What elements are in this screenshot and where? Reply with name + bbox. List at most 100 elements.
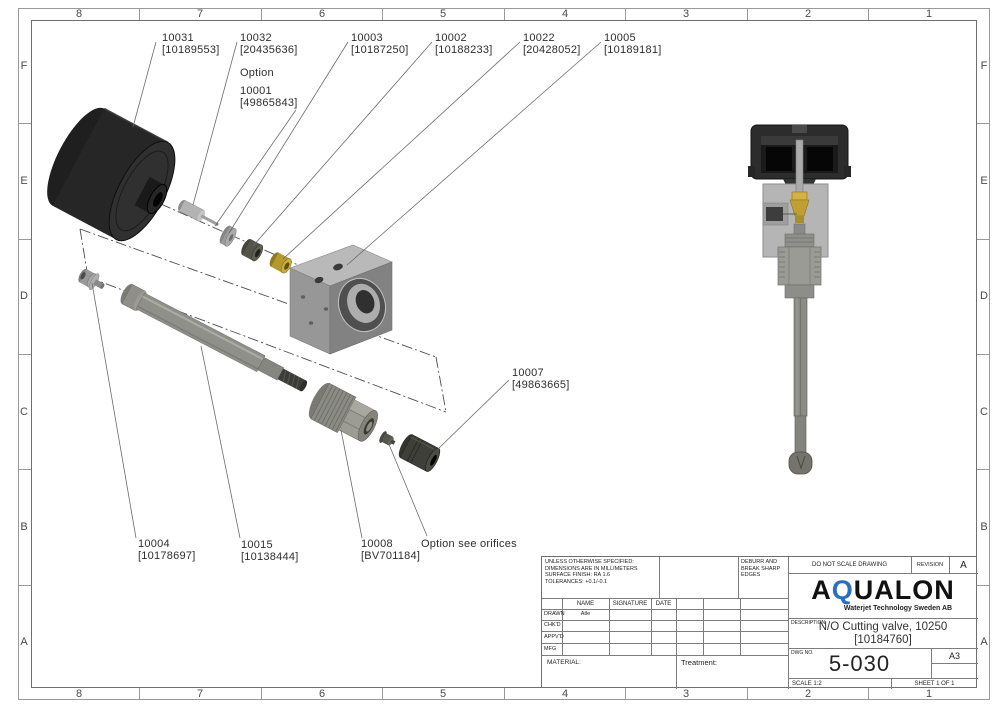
grid-tick (977, 585, 990, 586)
callout-number: 10008 (361, 538, 393, 550)
tb-do-not-scale: DO NOT SCALE DRAWING (811, 562, 887, 568)
tb-notes: UNLESS OTHERWISE SPECIFIED: DIMENSIONS A… (545, 559, 638, 585)
grid-col-label: 7 (196, 688, 204, 700)
part-orifice-body (398, 434, 441, 472)
grid-col-label: 7 (196, 8, 204, 20)
company-logo: AQUALON (788, 574, 978, 606)
grid-tick (139, 688, 140, 700)
grid-row-label: F (980, 60, 988, 72)
grid-tick (868, 8, 869, 20)
grid-col-label: 8 (75, 8, 83, 20)
tb-line (788, 573, 978, 574)
grid-row-label: D (980, 290, 988, 302)
grid-row-label: B (20, 521, 28, 533)
tb-scale: SCALE 1:2 (792, 681, 822, 687)
tb-line (891, 678, 892, 689)
tb-dwg-no: 5-030 (828, 651, 891, 676)
grid-tick (977, 354, 990, 355)
grid-tick (625, 8, 626, 20)
tb-deburr-line: DEBURR AND (741, 559, 778, 565)
callout-number: 10015 (241, 539, 273, 551)
callout-number: 10004 (138, 538, 170, 550)
grid-tick (382, 8, 383, 20)
grid-col-label: 3 (682, 8, 690, 20)
grid-tick (977, 469, 990, 470)
grid-col-label: 5 (439, 8, 447, 20)
callout-code: [20428052] (523, 43, 581, 56)
tb-line (703, 598, 704, 655)
grid-tick (18, 123, 31, 124)
grid-col-label: 8 (75, 688, 83, 700)
logo-text: AQUALON (811, 574, 955, 605)
tb-line (949, 557, 950, 573)
tb-line (788, 648, 978, 649)
callout-10007: 10007 [49863665] (512, 367, 570, 391)
grid-col-label: 4 (561, 8, 569, 20)
tb-line (542, 620, 788, 621)
tb-line (609, 598, 610, 655)
callout-number: 10005 (604, 32, 636, 44)
tb-header-signature: SIGNATURE (612, 600, 648, 607)
logo-part1: A (811, 574, 832, 605)
callout-10015: 10015 [10138444] (241, 539, 299, 563)
grid-row-label: D (20, 290, 28, 302)
callout-number: 10022 (523, 32, 555, 44)
tb-line (740, 598, 741, 655)
tb-line (542, 643, 788, 644)
grid-row-label: C (980, 406, 988, 418)
callout-10001: 10001 [49865843] (240, 85, 298, 109)
logo-tagline: Waterjet Technology Sweden AB (843, 604, 953, 612)
grid-tick (139, 8, 140, 20)
logo-part2: Q (831, 574, 854, 605)
part-nut (241, 239, 264, 262)
callout-code: [49863665] (512, 378, 570, 391)
tb-line (562, 598, 563, 655)
callout-10003: 10003 [10187250] (351, 32, 409, 56)
tb-revision-value: A (960, 559, 967, 571)
grid-row-label: E (20, 175, 28, 187)
callout-10008: 10008 [BV701184] (361, 538, 420, 562)
grid-col-label: 5 (439, 688, 447, 700)
tb-description-label: DESCRIPTION: (791, 620, 827, 626)
tb-line (738, 557, 739, 598)
callout-number: 10003 (351, 32, 383, 44)
grid-tick (504, 688, 505, 700)
grid-tick (504, 8, 505, 20)
grid-tick (382, 688, 383, 700)
tb-deburr-line: EDGES (741, 572, 761, 579)
tb-deburr-line: BREAK SHARP (741, 565, 781, 572)
assembled-view (748, 124, 851, 475)
tb-line (542, 598, 788, 599)
grid-col-label: 1 (925, 8, 933, 20)
callout-10005: 10005 [10189181] (604, 32, 662, 56)
tb-header-name: NAME (576, 600, 595, 607)
callout-number: 10007 (512, 367, 544, 379)
tb-line (676, 598, 677, 689)
tb-line (931, 648, 932, 678)
part-stem-rod (120, 283, 308, 392)
grid-col-label: 6 (318, 688, 326, 700)
tb-paper-size: A3 (948, 650, 960, 661)
callout-code: [20435636] (240, 43, 298, 56)
tb-line (911, 557, 912, 573)
tb-dwg-no-label: DWG NO. (791, 650, 814, 656)
tb-deburr: DEBURR AND BREAK SHARP EDGES (741, 559, 780, 579)
tb-line (651, 598, 652, 655)
grid-tick (261, 8, 262, 20)
part-actuator-cap (47, 107, 176, 242)
grid-tick (977, 123, 990, 124)
grid-col-label: 4 (561, 688, 569, 700)
tb-line (542, 609, 788, 610)
grid-col-label: 2 (804, 688, 812, 700)
sheet-inner-frame (31, 20, 977, 688)
grid-col-label: 2 (804, 8, 812, 20)
part-valve-block (289, 244, 393, 355)
orifice-option-note: Option see orifices (421, 538, 517, 550)
tb-drawn-name: Atle (580, 611, 591, 618)
tb-header-date: DATE (655, 600, 672, 607)
callout-10031: 10031 [10189553] (162, 32, 220, 56)
callout-code: [10187250] (351, 43, 409, 56)
callout-number: 10032 (240, 32, 272, 44)
tb-notes-line: TOLERANCES: +0.1/-0.1 (545, 578, 608, 585)
grid-row-label: F (20, 60, 28, 72)
